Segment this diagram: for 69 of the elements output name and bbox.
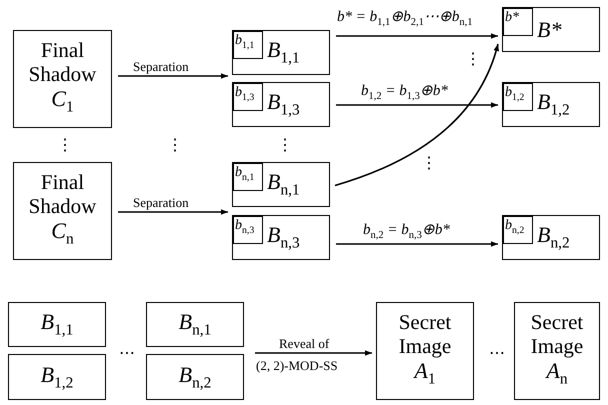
ellipsis-mark: ⋮ bbox=[421, 156, 437, 172]
process-box bbox=[376, 302, 474, 400]
block-box bbox=[232, 82, 330, 127]
symbol-label: C$_{1}$ bbox=[51, 86, 74, 118]
ellipsis-mark: ⋮ bbox=[465, 52, 481, 68]
arrow bbox=[334, 44, 499, 186]
edge-label: b$_{1,2}$ = b$_{1,3}$⊕b* bbox=[360, 84, 449, 104]
block-box bbox=[502, 7, 600, 52]
symbol-label: b$_{n,3}$ bbox=[235, 218, 254, 238]
ellipsis-mark: ⋮ bbox=[167, 138, 183, 154]
symbol-label: b$_{1,3}$ bbox=[235, 85, 254, 105]
symbol-label: B$_{1,2}$ bbox=[537, 89, 570, 120]
block-box bbox=[502, 215, 600, 260]
note-text: (2, 2)-MOD-SS bbox=[256, 358, 338, 373]
sub-block-box bbox=[503, 83, 533, 111]
edge-label: b$_{n,2}$ = b$_{n,3}$⊕b* bbox=[362, 223, 451, 243]
block-box bbox=[232, 215, 330, 260]
symbol-label: C$_{n}$ bbox=[51, 218, 74, 250]
edge-label: Reveal of bbox=[278, 336, 330, 351]
block-box bbox=[146, 354, 244, 400]
sub-block-box bbox=[233, 31, 263, 59]
symbol-label: B$_{n,3}$ bbox=[267, 222, 300, 253]
block-box bbox=[8, 302, 106, 347]
symbol-label: A$_{1}$ bbox=[414, 358, 436, 390]
sub-block-box bbox=[503, 216, 533, 244]
symbol-label: b$_{n,2}$ bbox=[505, 218, 524, 238]
symbol-label: B$_{n,2}$ bbox=[178, 362, 212, 392]
symbol-label: b* bbox=[505, 10, 519, 26]
box-title: Final Shadow bbox=[28, 38, 98, 86]
symbol-label: b$_{1,1}$ bbox=[235, 33, 254, 53]
arrow bbox=[118, 209, 228, 215]
box-title: Final Shadow bbox=[28, 170, 98, 218]
block-box bbox=[232, 30, 330, 75]
process-box bbox=[13, 162, 112, 260]
ellipsis-mark: ⋯ bbox=[119, 346, 135, 362]
arrow bbox=[336, 33, 498, 39]
edge-label: Separation bbox=[132, 59, 190, 74]
symbol-label: B$_{n,1}$ bbox=[178, 309, 212, 340]
symbol-label: B$_{n,1}$ bbox=[267, 169, 300, 200]
symbol-label: B$_{1,1}$ bbox=[267, 37, 300, 68]
block-box bbox=[146, 302, 244, 347]
symbol-label: B$_{n,2}$ bbox=[537, 222, 570, 253]
block-box bbox=[502, 82, 600, 127]
process-box bbox=[13, 30, 112, 128]
symbol-label: B* bbox=[537, 16, 562, 42]
symbol-label: b$_{1,2}$ bbox=[505, 85, 524, 105]
box-title: Secret Image bbox=[398, 310, 452, 358]
edge-label: Separation bbox=[132, 195, 190, 210]
arrow bbox=[255, 350, 372, 356]
ellipsis-mark: ⋮ bbox=[57, 138, 73, 154]
block-box bbox=[232, 162, 330, 207]
process-box bbox=[514, 302, 600, 400]
ellipsis-mark: ⋯ bbox=[489, 346, 505, 362]
sub-block-box bbox=[233, 83, 263, 111]
edge-label: b* = b$_{1,1}$⊕b$_{2,1}$⋯⊕b$_{n,1}$ bbox=[336, 10, 474, 30]
symbol-label: B$_{1,3}$ bbox=[267, 89, 300, 120]
block-box bbox=[8, 354, 106, 400]
sub-block-box bbox=[233, 163, 263, 191]
symbol-label: B$_{1,2}$ bbox=[40, 362, 74, 392]
box-title: Secret Image bbox=[530, 310, 584, 358]
arrow bbox=[336, 102, 498, 108]
symbol-label: B$_{1,1}$ bbox=[40, 309, 74, 340]
symbol-label: b$_{n,1}$ bbox=[235, 165, 254, 185]
arrow bbox=[118, 73, 228, 79]
symbol-label: A$_{n}$ bbox=[546, 358, 568, 390]
sub-block-box bbox=[503, 8, 533, 36]
sub-block-box bbox=[233, 216, 263, 244]
arrow bbox=[336, 241, 498, 247]
ellipsis-mark: ⋮ bbox=[277, 138, 293, 154]
